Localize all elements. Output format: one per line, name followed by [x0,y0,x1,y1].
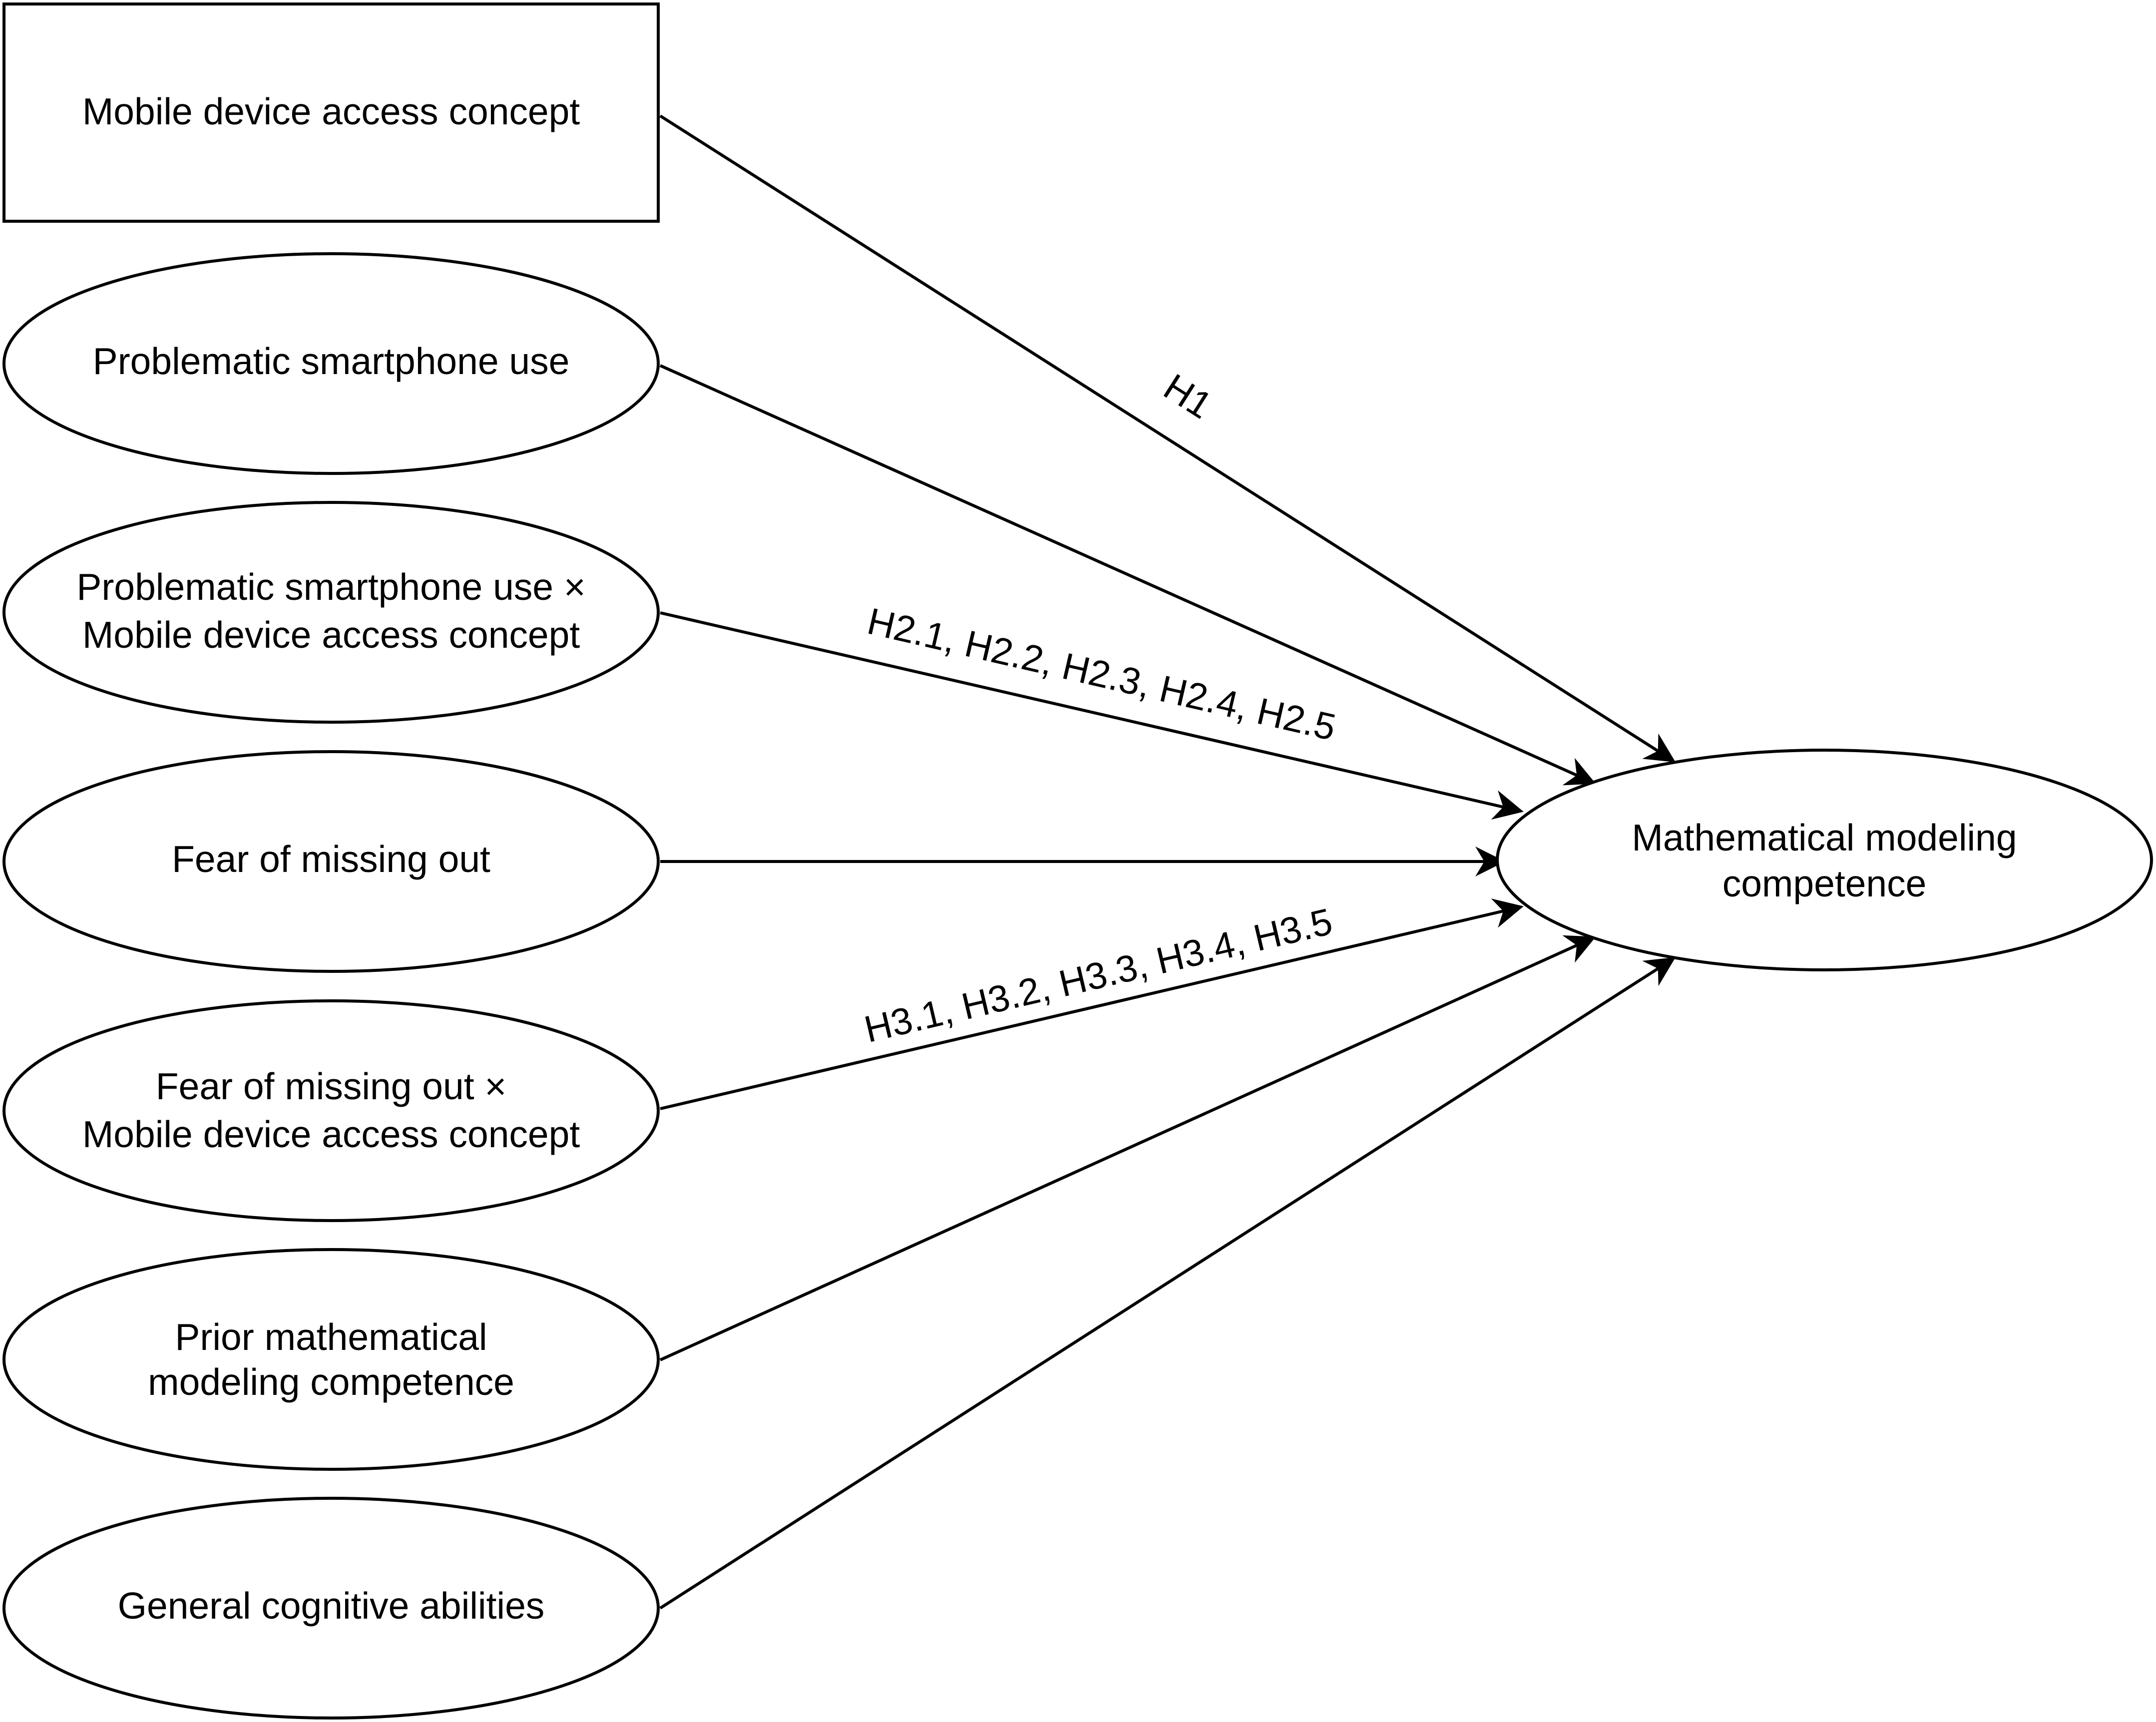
path-arrow-h3 [660,898,1524,1110]
node-label-line-2: Mobile device access concept [82,1113,580,1155]
path-arrow-problematic-smartphone-use [659,364,1596,786]
edge-label-h1: H1 [1157,366,1220,427]
node-fear-of-missing-out: Fear of missing out [2,750,660,973]
node-label-line-2: modeling competence [148,1361,514,1403]
node-label-line-1: Fear of missing out × [156,1065,506,1107]
path-arrow-h1 [659,114,1676,763]
node-general-cognitive-abilities: General cognitive abilities [2,1497,660,1720]
edge-label-h3: H3.1, H3.2, H3.3, H3.4, H3.5 [861,900,1336,1050]
node-prior-mathematical-modeling-competence: Prior mathematical modeling competence [2,1248,660,1471]
edge-label-h2: H2.1, H2.2, H2.3, H2.4, H2.5 [863,600,1339,749]
node-label: Mobile device access concept [82,90,580,132]
node-fear-of-missing-out-x-mobile-access: Fear of missing out × Mobile device acce… [2,999,660,1222]
path-arrow-cognitive-abilities [659,957,1676,1610]
path-arrow-h2 [660,611,1524,820]
node-label: General cognitive abilities [118,1585,545,1627]
node-mathematical-modeling-competence: Mathematical modeling competence [1496,749,2153,971]
node-label-line-2: competence [1723,862,1927,904]
node-mobile-device-access-concept: Mobile device access concept [2,2,660,223]
node-problematic-smartphone-use-x-mobile-access: Problematic smartphone use × Mobile devi… [2,501,660,724]
node-problematic-smartphone-use: Problematic smartphone use [2,252,660,475]
node-label-line-1: Mathematical modeling [1632,817,2017,859]
node-label: Fear of missing out [172,838,490,880]
node-label-line-2: Mobile device access concept [82,614,580,656]
path-arrow-prior-modeling-competence [659,935,1596,1361]
node-label: Problematic smartphone use [93,340,570,382]
node-label-line-1: Problematic smartphone use × [76,566,585,608]
node-label-line-1: Prior mathematical [175,1316,487,1358]
